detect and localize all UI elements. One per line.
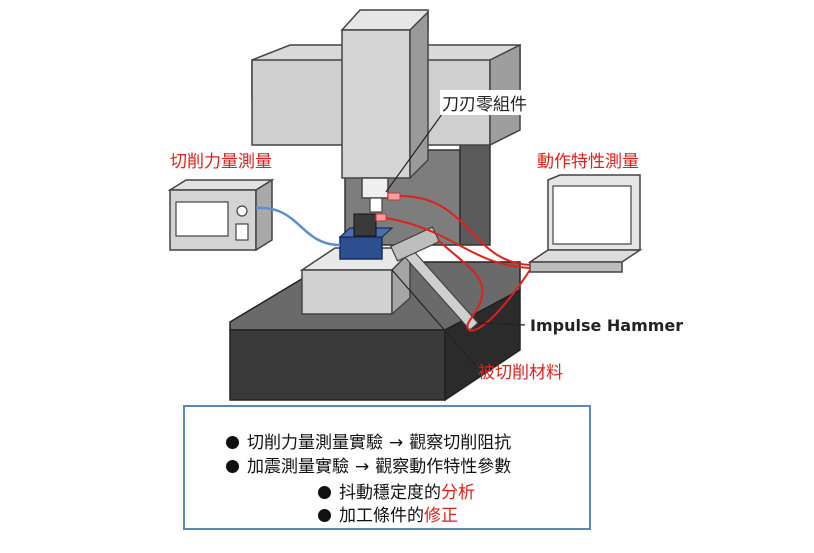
summary-4-black: 加工條件的 [339, 506, 424, 526]
summary-2-left: 加震測量實驗 [247, 457, 349, 477]
summary-line-3: 抖動穩定度的分析 [318, 478, 475, 503]
label-tool-assembly: 刀刃零組件 [440, 90, 529, 115]
oscilloscope [167, 178, 275, 252]
bullet-icon [226, 436, 239, 449]
summary-4-red: 修正 [424, 506, 458, 526]
right-arrow-icon: → [389, 433, 404, 453]
label-impulse-hammer: Impulse Hammer [530, 316, 684, 335]
bullet-icon [318, 486, 331, 499]
right-arrow-icon: → [355, 457, 370, 477]
summary-line-1: 切削力量測量實驗 →觀察切削阻抗 [226, 428, 511, 453]
cables [255, 195, 531, 332]
summary-line-2: 加震測量實驗 →觀察動作特性參數 [226, 452, 511, 477]
workpiece-holder [338, 213, 394, 260]
label-cutting-force: 切削力量測量 [170, 152, 272, 172]
laptop [527, 174, 643, 273]
label-dynamic-characteristics: 動作特性測量 [537, 152, 639, 172]
summary-3-red: 分析 [441, 483, 475, 503]
summary-2-right: 觀察動作特性參數 [375, 457, 512, 477]
summary-1-right: 觀察切削阻抗 [409, 433, 512, 453]
summary-3-black: 抖動穩定度的 [339, 483, 441, 503]
label-workpiece: 被切削材料 [478, 363, 563, 383]
summary-box [183, 405, 591, 530]
summary-1-left: 切削力量測量實驗 [247, 433, 383, 453]
bullet-icon [318, 509, 331, 522]
bullet-icon [226, 460, 239, 473]
spindle-head [340, 9, 429, 213]
summary-line-4: 加工條件的修正 [318, 501, 458, 526]
